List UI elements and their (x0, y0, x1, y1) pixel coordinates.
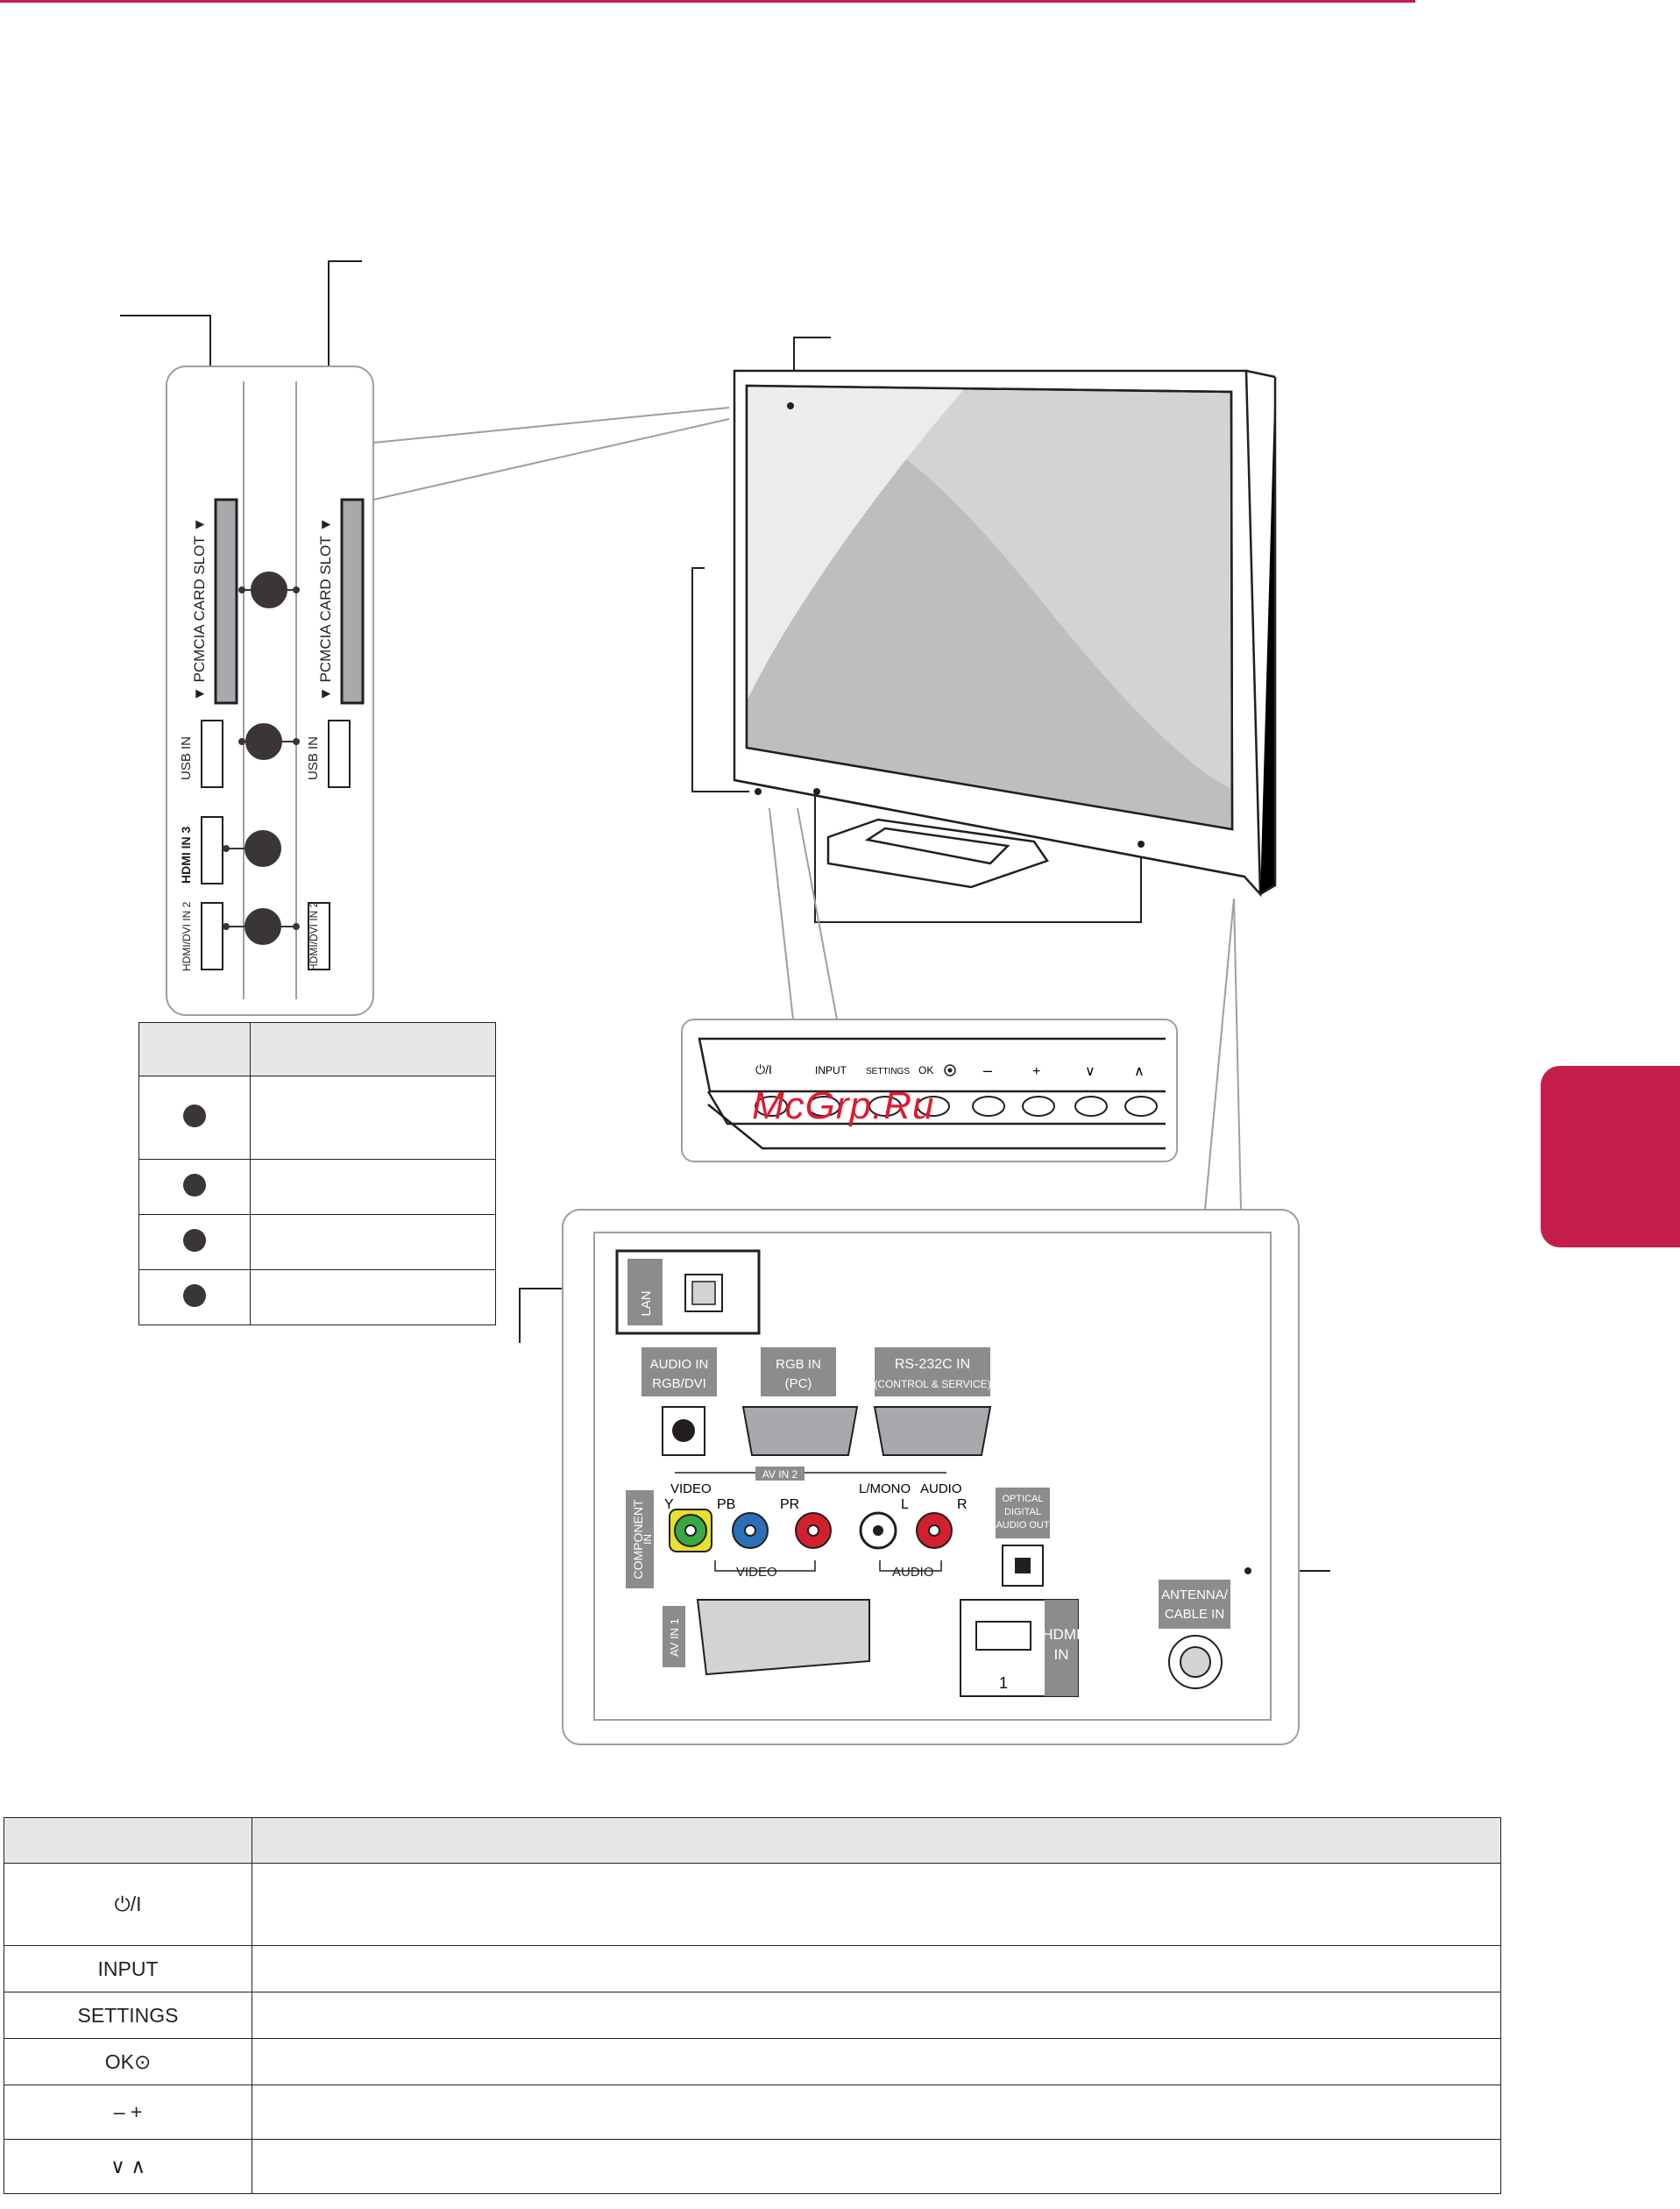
settings-symbol: SETTINGS (4, 1992, 252, 2039)
side-row-4-desc (250, 1269, 496, 1325)
side-row-2-marker (138, 1159, 252, 1215)
optical-audio-out-label: AUDIO OUT (996, 1520, 1049, 1531)
audio-top-label: AUDIO (920, 1481, 962, 1496)
leader-line-slot2 (328, 260, 362, 377)
front-down-label: ∨ (1085, 1064, 1095, 1079)
antenna-label: ANTENNA/ (1161, 1587, 1229, 1602)
lmono-label: L/MONO (859, 1481, 911, 1496)
leader-line-slot1 (120, 315, 211, 377)
front-button-strip: ⏻/I INPUT SETTINGS OK – + ∨ ∧ (681, 1019, 1178, 1162)
button-table: ⏻/I INPUT SETTINGS OK⊙ – + ∨ ∧ (4, 1817, 1501, 2194)
rgb-in-pc-label: (PC) (785, 1376, 812, 1391)
pr-label: PR (780, 1497, 799, 1512)
component-in-label: IN (642, 1534, 654, 1545)
audio-bottom-label: AUDIO (892, 1565, 934, 1580)
ok-symbol: OK⊙ (4, 2038, 252, 2085)
power-desc (252, 1863, 1501, 1946)
front-up-label: ∧ (1134, 1064, 1145, 1079)
video-bottom-label: VIDEO (736, 1565, 777, 1580)
input-desc (252, 1945, 1501, 1992)
hdmi2a-label: HDMI/DVI IN 2 (181, 901, 193, 971)
y-label: Y (664, 1497, 674, 1512)
hdmi2b-label: HDMI/DVI IN 2 (308, 901, 320, 971)
l-label: L (901, 1497, 909, 1512)
rs232-label: RS-232C IN (895, 1357, 970, 1372)
slot1-label: ▼ PCMCIA CARD SLOT ▼ (191, 517, 208, 701)
side-row-4-marker (138, 1269, 252, 1325)
side-row-2-desc (250, 1159, 496, 1215)
channel-symbol: ∨ ∧ (4, 2139, 252, 2194)
side-table-header-1 (138, 1022, 252, 1076)
rgb-in-label: RGB IN (776, 1357, 821, 1372)
marker-dot (183, 1173, 207, 1197)
top-rule (0, 0, 1415, 3)
front-ok-label: OK (918, 1064, 933, 1076)
channel-desc (252, 2139, 1501, 2194)
input-symbol: INPUT (4, 1945, 252, 1992)
side-row-1-marker (138, 1076, 252, 1160)
component-label: COMPONENT (631, 1499, 645, 1579)
marker-dot (183, 1283, 207, 1307)
av-in-1-label: AV IN 1 (668, 1618, 681, 1657)
lan-label: LAN (639, 1290, 654, 1316)
volume-symbol: – + (4, 2085, 252, 2140)
optical-label: OPTICAL (1002, 1494, 1043, 1504)
side-row-1-desc (250, 1076, 496, 1160)
front-minus-label: – (983, 1062, 992, 1079)
button-table-header-1 (4, 1817, 252, 1864)
side-row-3-marker (138, 1214, 252, 1270)
side-table-header-2 (250, 1022, 496, 1076)
side-panel-table (138, 1022, 496, 1325)
av-in-2-label: AV IN 2 (762, 1468, 798, 1481)
r-label: R (957, 1497, 968, 1512)
pb-label: PB (717, 1497, 735, 1512)
marker-dot (183, 1104, 207, 1127)
audio-in-rgbdvi-label: RGB/DVI (652, 1376, 706, 1391)
tv-illustration (733, 369, 1277, 1211)
front-input-label: INPUT (815, 1064, 847, 1076)
slot2-label: ▼ PCMCIA CARD SLOT ▼ (317, 517, 334, 701)
ok-desc (252, 2038, 1501, 2085)
leader-line-stand (814, 792, 1142, 923)
usb1-label: USB IN (179, 736, 194, 780)
hdmi-in-1-label: HDMI (1042, 1626, 1080, 1643)
marker-dot (183, 1228, 207, 1252)
rear-panel-illustration: LAN AUDIO IN RGB/DVI RGB IN (PC) RS-232C… (562, 1209, 1300, 1745)
rs232-sub-label: (CONTROL & SERVICE) (874, 1378, 990, 1390)
usb2-label: USB IN (306, 736, 321, 780)
watermark: McGrp.Ru (752, 1084, 935, 1127)
front-settings-label: SETTINGS (866, 1067, 910, 1076)
volume-desc (252, 2085, 1501, 2140)
section-tab (1541, 1066, 1680, 1247)
cable-in-label: CABLE IN (1165, 1607, 1224, 1622)
video-top-label: VIDEO (670, 1481, 712, 1496)
audio-in-label: AUDIO IN (650, 1357, 709, 1372)
front-power-label: ⏻/I (755, 1062, 772, 1076)
button-table-header-2 (252, 1817, 1501, 1864)
leader-line-bezel (691, 567, 749, 792)
power-symbol: ⏻/I (4, 1863, 252, 1946)
side-row-3-desc (250, 1214, 496, 1270)
hdmi-in-label: IN (1054, 1646, 1069, 1663)
tv-connection-figure: ▼ PCMCIA CARD SLOT ▼ ▼ PCMCIA CARD SLOT … (120, 260, 1330, 1745)
hdmi-1-number: 1 (999, 1674, 1008, 1692)
optical-digital-label: DIGITAL (1004, 1507, 1041, 1517)
front-plus-label: + (1032, 1064, 1040, 1079)
hdmi3-label: HDMI IN 3 (179, 826, 193, 884)
settings-desc (252, 1992, 1501, 2039)
side-panel-illustration: ▼ PCMCIA CARD SLOT ▼ ▼ PCMCIA CARD SLOT … (166, 366, 730, 1016)
